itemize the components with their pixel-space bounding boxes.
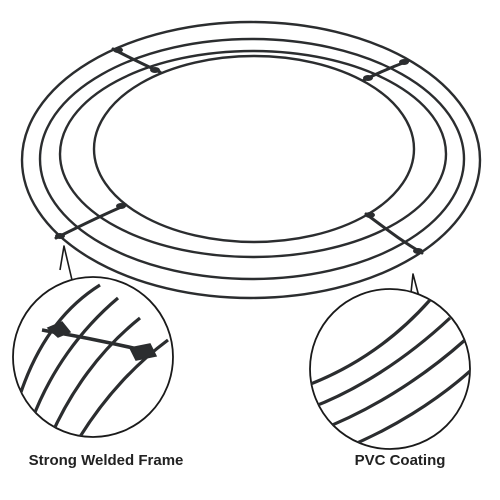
wire-ring-third [58,49,448,259]
zoom-circle-welded-frame [12,276,174,438]
caption-pvc-coating: PVC Coating [354,452,446,469]
weld-points [55,47,423,254]
wire-ring-outer [20,20,482,300]
zoom-circle-pvc-coating [309,288,471,450]
wire-ring-inner [92,54,416,244]
caption-strong-welded-frame: Strong Welded Frame [28,452,184,469]
zoom-welded-frame-detail [18,283,169,437]
callout-pointer-left [59,245,73,281]
wreath-frame-illustration [20,20,482,300]
wire-ring-second [38,37,466,281]
